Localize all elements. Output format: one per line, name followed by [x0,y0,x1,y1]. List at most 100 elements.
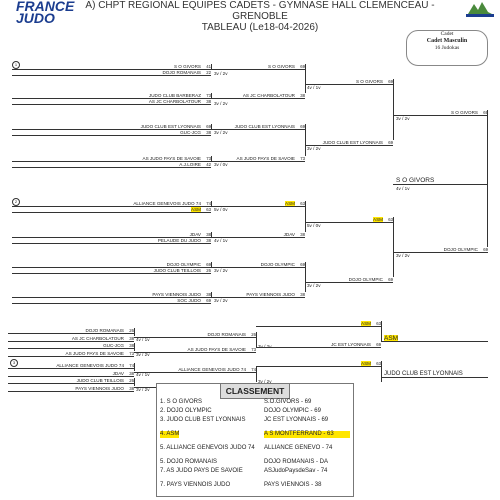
title-line2: TABLEAU (Le18-04-2026) [201,22,319,33]
r1-slot-side: 73 [206,156,211,161]
rep-r1-slot-side: 38 [129,343,134,348]
r1-slot-side: 74 [206,201,211,206]
r1-slot-team: PELAUDE DU JUDO [157,238,201,243]
r1-slot-team: ALLIANCE GENEVOIS JUDO 74 [133,201,201,206]
r3-connector [393,217,394,277]
r2-slot-side: 73 [300,156,305,161]
rep-r2-slot-team: AS JUDO PAYS DE SAVOIE [187,347,246,352]
r2-slot-team: ASM [285,201,295,206]
r1-connector [211,93,212,99]
final-score: 4v / 1v [396,186,410,191]
r1-connector [211,292,212,298]
bronze-winner-2: JUDO CLUB EST LYONNAIS [384,371,463,377]
r2-score: 3v / 2v [214,130,228,135]
rep-r3-connector [381,361,382,382]
r1-slot-side: 38 [206,99,211,104]
rep-r3-connector [381,321,382,342]
r2-slot-side: 63 [300,201,305,206]
classement-club: DOJO ROMANAIS - DA [264,459,329,465]
r4-score: 3v / 2v [396,253,410,258]
r4-slot-team: S O GIVORS [450,110,478,115]
rep-r1-score: 3v / 2v [136,387,150,392]
r3-score: 4v / 1v [307,85,321,90]
seed-circle: 3 [10,359,18,367]
r1-slot: PAYS VIENNOIS JUDO 38 [12,292,211,298]
ligue-emblem-icon [466,2,494,17]
r1-slot-side: 42 [206,162,211,167]
r1-slot-team: SOC JUDO [177,298,201,303]
seed-circle: 2 [12,198,20,206]
r1-slot: DOJO OLYMPIC 69 [12,262,211,268]
r1-connector [211,262,212,268]
r1-slot-side: 26 [206,268,211,273]
logo-line1: FRANCE [16,0,75,14]
rep-r1-slot-team: GUC-JCG [103,343,124,348]
r4-slot-team: DOJO OLYMPIC [443,247,478,252]
rep-r2-slot-side: 73 [251,347,256,352]
r2-score: 4v / 1v [214,238,228,243]
rep-r1-slot-side: 38 [129,336,134,341]
r1-slot-side: 69 [206,124,211,129]
r1-slot-side: 69 [206,262,211,267]
category-box: Cadet Cadet Masculin 16 Judokas [406,30,488,66]
r1-slot-side: 38 [206,238,211,243]
rep-r1-slot-team: ALLIANCE GENEVOIS JUDO 74 [56,363,124,368]
classement-rank: 2. DOJO OLYMPIC [160,408,212,414]
france-judo-logo: FRANCE JUDO [16,0,75,25]
rep-r1-connector [134,378,135,386]
page-title: A) CHPT REGIONAL EQUIPES CADETS - GYMNAS… [60,0,460,33]
rep-r1-slot-team: AS JC CHARBOLATOUR [71,336,124,341]
r1-connector [211,156,212,162]
classement-title: CLASSEMENT [220,383,290,399]
rep-r1-connector [134,343,135,351]
classement-rank: 5. DOJO ROMANAIS [160,459,218,465]
r2-score: 3v / 2v [214,268,228,273]
r1-slot-side: 38 [206,292,211,297]
r4-connector [487,110,488,247]
r1-slot-team: DOJO ROMANAIS [162,70,201,75]
r3-slot-side: 63 [388,217,393,222]
r2-connector [305,64,306,93]
r2-slot-team: JUDO CLUB EST LYONNAIS [234,124,295,129]
r3-score: 5v / 0v [307,223,321,228]
rep-r1-slot-team: PAYS VIENNOIS JUDO [75,386,124,391]
r2-slot-team: AS JC CHARBOLATOUR [242,93,295,98]
r2-slot-side: 38 [300,232,305,237]
r1-slot-side: 38 [206,232,211,237]
r1-slot-team: PAYS VIENNOIS JUDO [152,292,201,297]
r1-slot-team: DOJO OLYMPIC [166,262,201,267]
r3-slot-team: S O GIVORS [355,79,383,84]
classement-club: PAYS VIENNOIS - 38 [264,482,322,488]
r1-slot: PELAUDE DU JUDO 38 [12,238,211,244]
r4-slot-side: 69 [483,110,488,115]
r1-connector [211,201,212,207]
classement-rank: 1. S O GIVORS [160,399,203,405]
r2-score: 5v / 0v [214,207,228,212]
rep-r1-slot-side: 26 [129,378,134,383]
rep-r3-slot-team: ASM [361,361,371,366]
r1-slot-side: 63 [206,207,211,212]
r2-slot: ASM 63 [211,201,305,207]
rep-r2-slot-side: 74 [251,367,256,372]
rep-r1-slot-side: 38 [129,371,134,376]
classement-club: DOJO OLYMPIC - 69 [264,408,321,414]
r2-slot-side: 38 [300,292,305,297]
rep-r3-slot-team: JC EST LYONNAIS [331,342,371,347]
r3-slot-team: DOJO OLYMPIC [348,277,383,282]
r2-slot-team: JDAV [283,232,295,237]
r2-score: 3v / 2v [214,101,228,106]
bronze-line-2 [381,372,488,378]
rep-r2-slot: AS JUDO PAYS DE SAVOIE 73 [134,347,256,353]
